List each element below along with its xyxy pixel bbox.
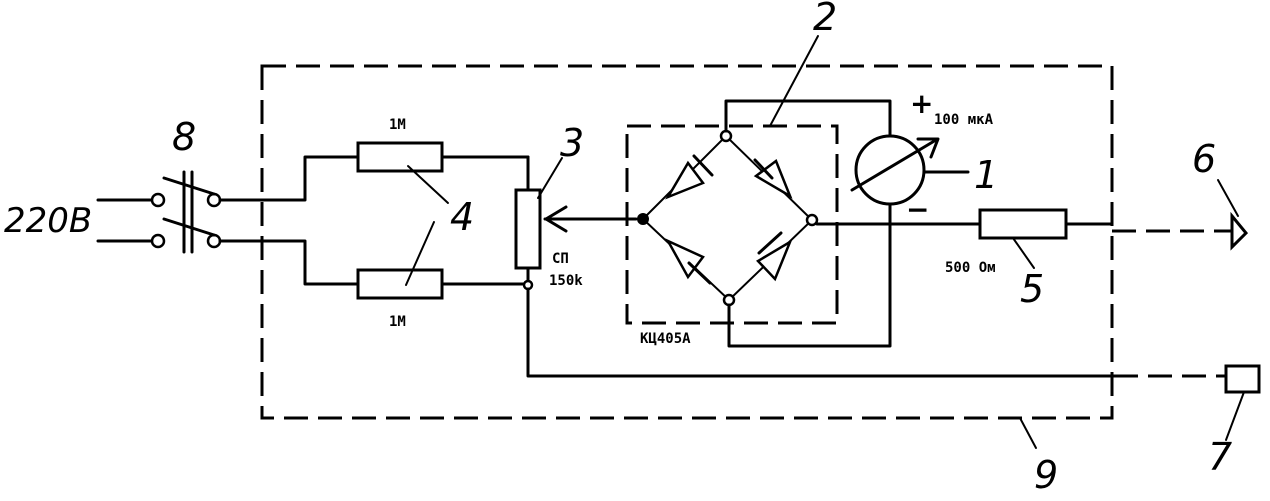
resistor-bottom-label: 1М bbox=[389, 314, 406, 330]
resistor-top bbox=[356, 141, 444, 173]
callout-bridge: 2 bbox=[813, 0, 837, 39]
ground-clip-icon bbox=[1224, 364, 1261, 394]
resistor-series bbox=[978, 208, 1068, 240]
diode-bridge bbox=[637, 129, 819, 307]
callout-series-resistor: 5 bbox=[1020, 267, 1044, 311]
double-pole-switch-icon bbox=[150, 170, 222, 254]
probe-tip-icon bbox=[1230, 211, 1249, 251]
callout-enclosure: 9 bbox=[1034, 453, 1058, 497]
meter-plus-sign: + bbox=[910, 87, 933, 120]
callout-resistors: 4 bbox=[450, 195, 474, 239]
ammeter-icon bbox=[850, 134, 970, 206]
pot-name-label: СП bbox=[552, 251, 569, 267]
voltage-label: 220В bbox=[4, 201, 92, 241]
diode-icon bbox=[665, 238, 712, 285]
bridge-box bbox=[625, 124, 839, 325]
resistor-series-label: 500 Ом bbox=[945, 260, 996, 276]
callout-potentiometer: 3 bbox=[560, 121, 584, 165]
pot-value-label: 150k bbox=[549, 273, 583, 289]
potentiometer: СП 150k bbox=[514, 188, 638, 291]
callout-ground-clip: 7 bbox=[1208, 435, 1232, 479]
diode-icon bbox=[753, 158, 793, 199]
resistor-top-label: 1М bbox=[389, 117, 406, 133]
meter-value-label: 100 мкА bbox=[934, 112, 994, 128]
diode-icon bbox=[665, 154, 714, 200]
callout-meter: 1 bbox=[974, 153, 998, 197]
ground-wiring bbox=[526, 287, 1261, 394]
mains-input: 220В bbox=[4, 198, 157, 243]
bridge-name-label: КЦ405А bbox=[640, 331, 691, 347]
meter-minus-sign: − bbox=[906, 193, 929, 226]
callout-leaders bbox=[405, 35, 1245, 449]
callout-probe: 6 bbox=[1192, 137, 1216, 181]
diode-icon bbox=[756, 231, 793, 282]
resistor-bottom bbox=[356, 268, 444, 300]
input-wiring bbox=[218, 155, 530, 286]
callout-switch: 8 bbox=[172, 115, 196, 159]
meter-wiring bbox=[724, 99, 982, 348]
